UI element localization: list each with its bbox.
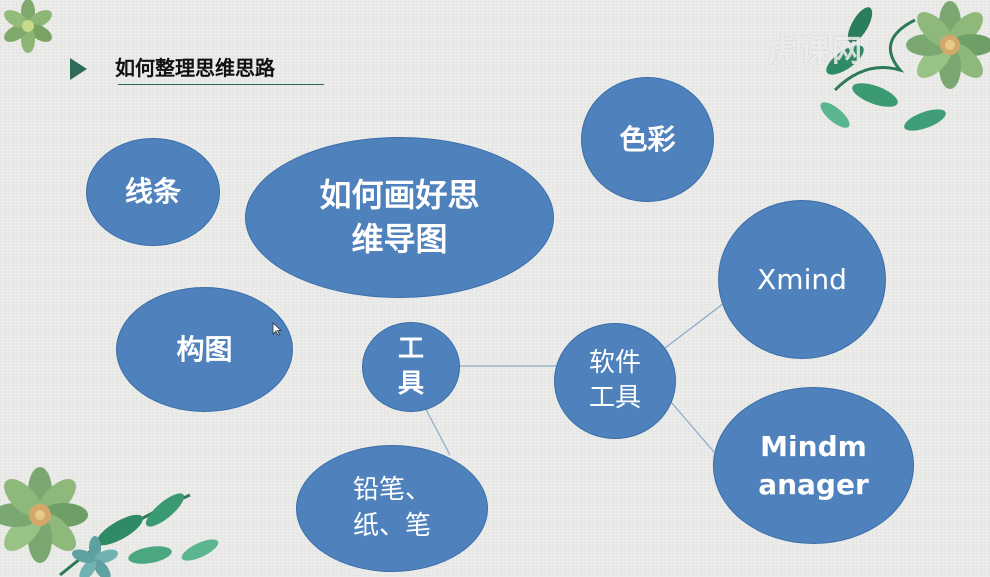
node-mindmanager[interactable]: Mindm anager: [713, 387, 914, 544]
succulent-decoration-bottom-left-icon: [0, 467, 219, 577]
node-pencil-paper-pen[interactable]: 铅笔、 纸、笔: [296, 445, 488, 572]
node-lines[interactable]: 线条: [86, 138, 220, 246]
node-color[interactable]: 色彩: [581, 77, 714, 202]
slide-title: 如何整理思维思路: [115, 56, 275, 80]
watermark: 虎课网: [768, 34, 864, 69]
succulent-decoration-top-left-icon: [4, 0, 52, 53]
succulent-decoration-top-right-icon: [820, 1, 990, 131]
connector-software-xmind: [664, 299, 729, 349]
node-xmind[interactable]: Xmind: [718, 200, 886, 359]
node-software-tools[interactable]: 软件 工具: [554, 323, 676, 439]
node-center-topic[interactable]: 如何画好思 维导图: [245, 137, 554, 298]
title-underline: [118, 84, 324, 85]
mouse-cursor-icon: [272, 322, 282, 336]
node-tools[interactable]: 工 具: [362, 322, 460, 412]
title-arrow-icon: [70, 58, 87, 80]
connector-software-mindmanager: [664, 394, 715, 453]
node-composition[interactable]: 构图: [116, 287, 293, 412]
